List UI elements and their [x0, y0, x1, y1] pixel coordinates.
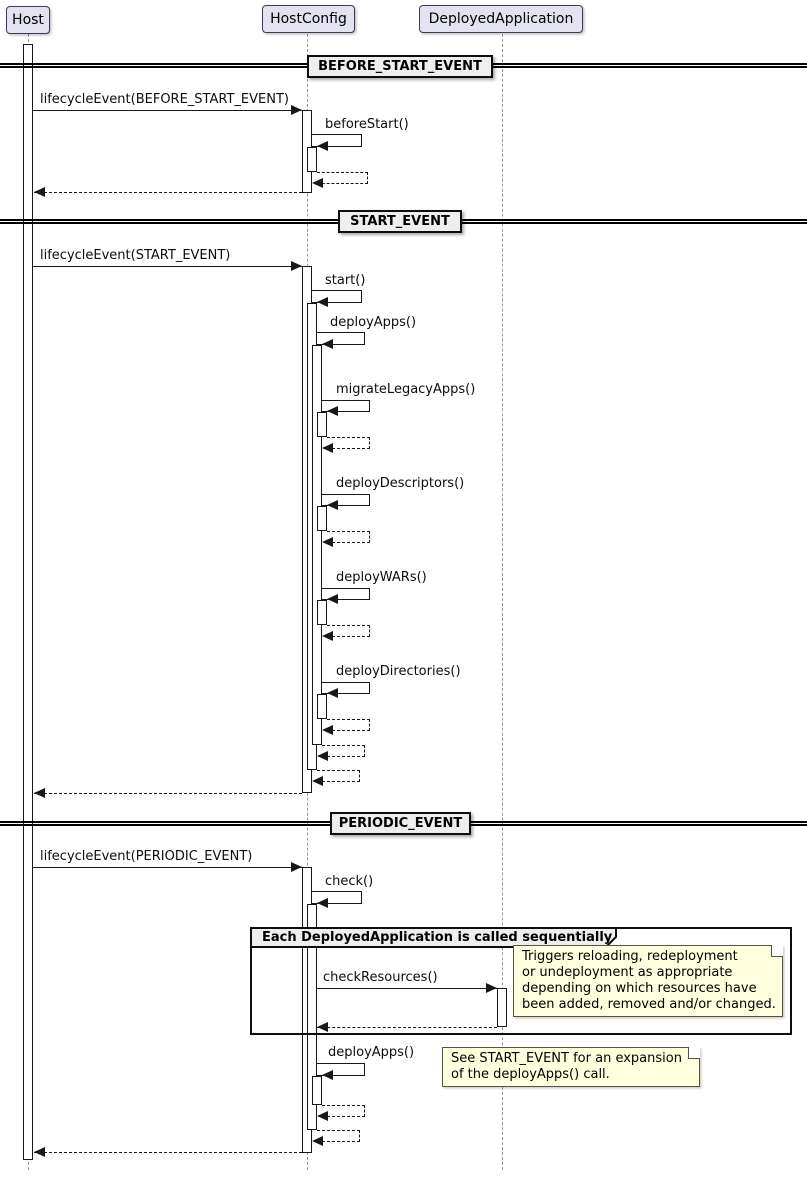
message-line	[33, 867, 302, 868]
activation-bar	[497, 988, 507, 1027]
arrowhead-left	[322, 725, 333, 735]
note-line: Triggers reloading, redeployment	[522, 949, 738, 964]
arrowhead-right	[291, 105, 302, 115]
message-label-deployapps: deployApps()	[330, 315, 417, 330]
self-call-loop	[317, 332, 365, 345]
note-line: See START_EVENT for an expansion	[451, 1051, 682, 1066]
arrowhead-left	[34, 1147, 45, 1157]
arrowhead-left	[322, 339, 333, 349]
self-call-loop	[322, 494, 370, 506]
message-label-start: start()	[325, 273, 366, 288]
return-message-line	[34, 793, 302, 794]
message-line	[317, 988, 497, 989]
activation-bar	[307, 147, 317, 172]
self-return-loop	[322, 745, 365, 757]
arrowhead-left	[317, 141, 328, 151]
group-label: Each DeployedApplication is called seque…	[262, 930, 613, 945]
note-fold-corner	[771, 945, 783, 957]
activation-bar	[312, 345, 322, 745]
self-call-loop	[317, 1063, 365, 1076]
note-line: of the deployApps() call.	[451, 1067, 610, 1082]
arrowhead-left	[312, 178, 323, 188]
message-label-lifecycleevent-before-start-event: lifecycleEvent(BEFORE_START_EVENT)	[40, 92, 289, 107]
arrowhead-left	[317, 751, 328, 761]
arrowhead-left	[327, 406, 338, 416]
note-line: or undeployment as appropriate	[522, 965, 733, 980]
arrowhead-left	[317, 297, 328, 307]
self-return-loop	[327, 437, 370, 449]
activation-bar	[317, 600, 327, 625]
self-return-loop	[317, 1130, 360, 1142]
activation-bar	[307, 904, 317, 1130]
message-label-beforestart: beforeStart()	[325, 117, 409, 132]
self-return-loop	[327, 719, 370, 731]
self-call-loop	[312, 891, 362, 904]
participant-hostconfig: HostConfig	[262, 5, 355, 33]
divider-start-event: START_EVENT	[338, 210, 462, 233]
arrowhead-left	[327, 500, 338, 510]
message-label-deployapps: deployApps()	[328, 1045, 415, 1060]
message-label-deploywars: deployWARs()	[336, 570, 427, 585]
arrowhead-left	[322, 537, 333, 547]
activation-bar	[317, 412, 327, 437]
arrowhead-left	[312, 1136, 323, 1146]
message-line	[33, 110, 302, 111]
arrowhead-left	[317, 1111, 328, 1121]
activation-bar	[317, 506, 327, 531]
arrowhead-left	[322, 1070, 333, 1080]
participant-deployedapplication: DeployedApplication	[419, 5, 583, 33]
divider-periodic-event: PERIODIC_EVENT	[330, 812, 471, 835]
self-return-loop	[317, 770, 360, 782]
self-call-loop	[312, 134, 362, 147]
activation-bar	[23, 44, 33, 1160]
note-fold-corner	[688, 1047, 700, 1059]
message-label-deploydirectories: deployDirectories()	[336, 664, 461, 679]
message-label-deploydescriptors: deployDescriptors()	[336, 476, 465, 491]
arrowhead-left	[322, 443, 333, 453]
self-call-loop	[322, 682, 370, 694]
arrowhead-left	[34, 788, 45, 798]
arrowhead-left	[312, 776, 323, 786]
self-return-loop	[317, 172, 368, 184]
message-label-check: check()	[325, 874, 374, 889]
return-message-line	[34, 1152, 302, 1153]
arrowhead-left	[327, 688, 338, 698]
self-return-loop	[327, 625, 370, 637]
note-line: depending on which resources have	[522, 981, 757, 996]
lifeline-deployedapplication	[502, 34, 503, 1170]
self-return-loop	[322, 1105, 365, 1117]
return-message-line	[317, 1027, 497, 1028]
note-line: been added, removed and/or changed.	[522, 997, 776, 1012]
arrowhead-left	[322, 631, 333, 641]
self-return-loop	[327, 531, 370, 543]
message-label-lifecycleevent-periodic-event: lifecycleEvent(PERIODIC_EVENT)	[40, 849, 253, 864]
arrowhead-right	[291, 261, 302, 271]
arrowhead-right	[291, 862, 302, 872]
self-call-loop	[322, 400, 370, 412]
arrowhead-right	[486, 983, 497, 993]
self-call-loop	[312, 290, 362, 303]
divider-before-start-event: BEFORE_START_EVENT	[307, 55, 493, 78]
arrowhead-left	[34, 187, 45, 197]
arrowhead-left	[317, 898, 328, 908]
message-line	[33, 266, 302, 267]
arrowhead-left	[317, 1022, 328, 1032]
message-label-checkresources: checkResources()	[323, 970, 438, 985]
participant-host: Host	[6, 6, 50, 34]
activation-bar	[317, 694, 327, 719]
activation-bar	[312, 1076, 322, 1105]
arrowhead-left	[327, 594, 338, 604]
group-header	[250, 927, 617, 948]
self-call-loop	[322, 588, 370, 600]
message-label-lifecycleevent-start-event: lifecycleEvent(START_EVENT)	[40, 248, 231, 263]
message-label-migratelegacyapps: migrateLegacyApps()	[336, 382, 476, 397]
return-message-line	[34, 192, 302, 193]
